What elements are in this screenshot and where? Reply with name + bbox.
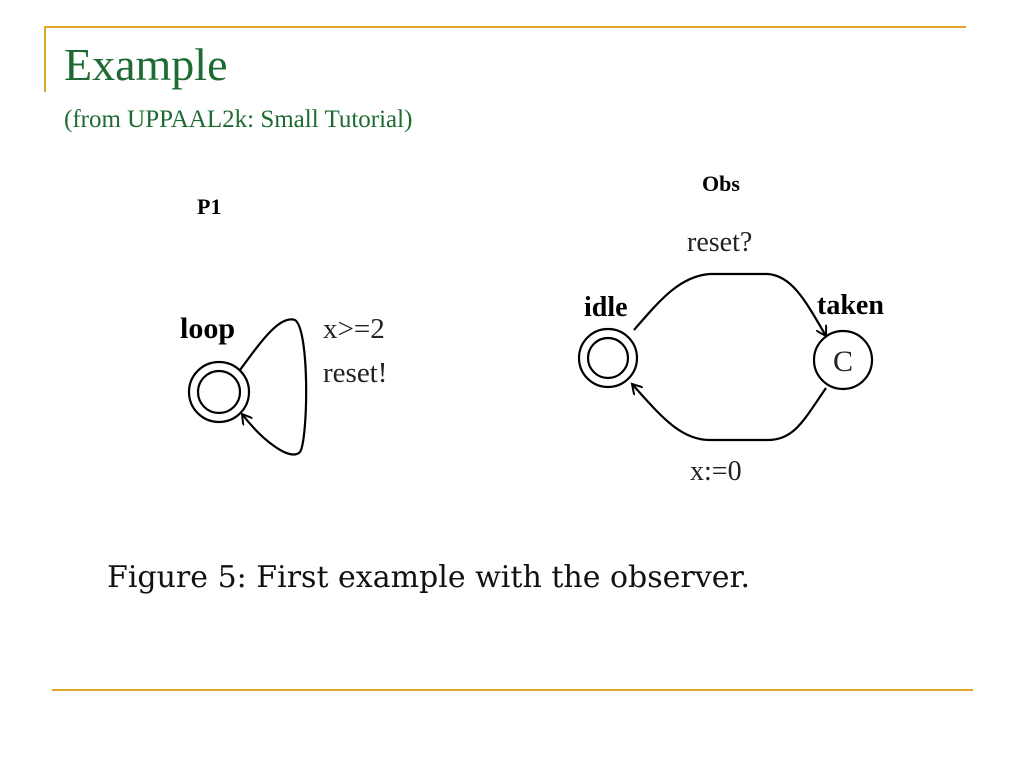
slide-title: Example bbox=[64, 39, 228, 90]
top-edge-sync-label: reset? bbox=[687, 227, 752, 258]
obs-process-name: Obs bbox=[702, 171, 740, 196]
loop-self-edge bbox=[239, 318, 308, 456]
taken-location-node: C bbox=[812, 329, 874, 391]
p1-automaton: P1 loop x>=2 reset! bbox=[180, 194, 387, 456]
loop-location-label: loop bbox=[180, 312, 235, 345]
bottom-edge-update-label: x:=0 bbox=[690, 456, 742, 487]
idle-location-label: idle bbox=[584, 292, 628, 323]
p1-process-name: P1 bbox=[197, 194, 221, 219]
slide-subtitle: (from UPPAAL2k: Small Tutorial) bbox=[64, 106, 413, 133]
obs-automaton: Obs reset? idle taken C x:=0 bbox=[577, 171, 884, 487]
idle-location-node bbox=[577, 327, 639, 389]
loop-guard-label: x>=2 bbox=[323, 313, 385, 345]
left-accent-rule bbox=[44, 26, 46, 92]
loop-location-node bbox=[187, 360, 251, 424]
taken-location-label: taken bbox=[817, 290, 884, 321]
bottom-accent-rule bbox=[52, 689, 973, 691]
taken-to-idle-edge bbox=[632, 384, 827, 442]
loop-sync-label: reset! bbox=[323, 357, 387, 389]
figure-caption: Figure 5: First example with the observe… bbox=[107, 560, 751, 595]
committed-marker: C bbox=[833, 345, 853, 378]
idle-to-taken-edge bbox=[633, 272, 826, 336]
top-accent-rule bbox=[44, 26, 966, 28]
